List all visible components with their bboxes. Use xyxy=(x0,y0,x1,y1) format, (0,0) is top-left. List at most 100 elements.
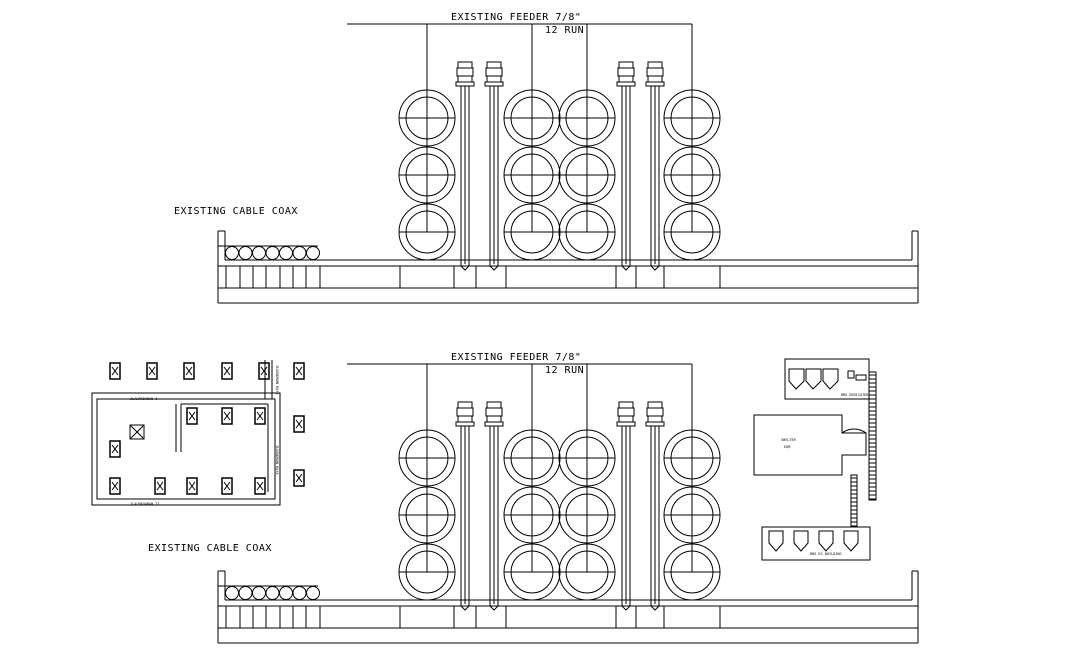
building-block xyxy=(146,362,158,380)
building-outline xyxy=(293,415,305,433)
building-hatch xyxy=(295,419,303,429)
building-block xyxy=(183,362,195,380)
feeder-section-top xyxy=(217,23,919,304)
building-block xyxy=(186,477,198,495)
building-block xyxy=(254,477,266,495)
building-outline xyxy=(183,362,195,380)
cable-tray xyxy=(217,230,919,304)
building-hatch xyxy=(260,366,268,376)
building-block xyxy=(154,477,166,495)
bolt-nut xyxy=(646,67,664,77)
bolt-washer xyxy=(645,81,665,87)
tower-site-cross xyxy=(129,424,145,440)
bolt-nut xyxy=(618,61,634,69)
bolt-tip xyxy=(621,605,631,611)
coax-cable xyxy=(252,586,266,600)
bolt-nut xyxy=(457,61,473,69)
bolt-nut xyxy=(646,407,664,417)
bolt-tip xyxy=(650,265,660,271)
shelter-plan xyxy=(753,358,877,561)
building-hatch xyxy=(148,366,156,376)
feeder-section-bottom xyxy=(217,363,919,644)
bolt-nut xyxy=(647,61,663,69)
bolt-nut xyxy=(486,415,502,423)
building-outline xyxy=(109,362,121,380)
building-block xyxy=(109,440,121,458)
site-plan xyxy=(91,360,305,506)
cable-ladder xyxy=(850,474,858,528)
shelter-door-swing xyxy=(841,428,867,434)
bolt-nut xyxy=(618,415,634,423)
feeder-label-top: EXISTING FEEDER 7/8" xyxy=(451,12,581,23)
rbs-ex-building-box xyxy=(761,526,871,561)
site-block-outline xyxy=(91,392,281,506)
rbs-cabinet-icon xyxy=(805,368,822,390)
shelter-subtitle: EQM xyxy=(784,445,790,449)
building-hatch xyxy=(111,481,119,491)
bolt-nut xyxy=(457,401,473,409)
building-hatch xyxy=(185,366,193,376)
building-outline xyxy=(293,469,305,487)
anchor-bolt xyxy=(455,61,475,271)
building-outline xyxy=(109,477,121,495)
building-outline xyxy=(109,440,121,458)
shelter-bottom-note: RBS EX BUILDING xyxy=(810,552,842,556)
bolt-washer xyxy=(484,81,504,87)
building-hatch xyxy=(188,481,196,491)
coax-cable xyxy=(279,586,293,600)
anchor-bolt xyxy=(484,61,504,271)
bolt-washer xyxy=(616,81,636,87)
bolt-nut xyxy=(647,75,663,83)
building-block xyxy=(109,477,121,495)
rbs-cabinet-icon xyxy=(768,530,784,552)
building-outline xyxy=(254,407,266,425)
bolt-nut xyxy=(617,67,635,77)
run-label-top: 12 RUN xyxy=(545,25,584,36)
bolt-nut xyxy=(486,75,502,83)
coax-cable xyxy=(306,246,320,260)
building-hatch xyxy=(111,444,119,454)
building-outline xyxy=(258,362,270,380)
coax-cable xyxy=(225,586,239,600)
bolt-washer xyxy=(455,421,475,427)
bolt-nut xyxy=(457,415,473,423)
site-block-inner xyxy=(96,398,276,500)
coax-cable xyxy=(238,246,253,260)
bolt-tip xyxy=(460,605,470,611)
bolt-washer xyxy=(484,421,504,427)
bolt-nut xyxy=(486,61,502,69)
building-outline xyxy=(221,407,233,425)
building-hatch xyxy=(111,366,119,376)
shelter-top-note: RBS DEDICATED xyxy=(841,393,868,397)
road-label-top: JLALMADANAN I xyxy=(130,397,157,401)
bolt-nut xyxy=(456,407,474,417)
coax-label-bottom: EXISTING CABLE COAX xyxy=(148,543,272,554)
building-hatch xyxy=(295,473,303,483)
bolt-nut xyxy=(485,407,503,417)
building-block xyxy=(293,469,305,487)
coax-cable xyxy=(252,246,266,260)
building-block xyxy=(258,362,270,380)
building-hatch xyxy=(256,411,264,421)
bolt-nut xyxy=(456,67,474,77)
anchor-bolt xyxy=(645,401,665,611)
rbs-cabinet-icon xyxy=(788,368,805,390)
rbs-small-unit xyxy=(855,374,867,381)
building-block xyxy=(221,477,233,495)
building-hatch xyxy=(295,366,303,376)
cable-tray xyxy=(217,570,919,644)
building-block xyxy=(254,407,266,425)
anchor-bolt xyxy=(616,61,636,271)
building-block xyxy=(293,362,305,380)
bolt-nut xyxy=(618,75,634,83)
coax-cable xyxy=(225,246,239,260)
bolt-tip xyxy=(621,265,631,271)
coax-cable xyxy=(279,246,293,260)
rbs-cabinet-icon xyxy=(822,368,839,390)
bolt-tip xyxy=(650,605,660,611)
building-outline xyxy=(221,477,233,495)
bolt-nut xyxy=(647,415,663,423)
rbs-cabinet-icon xyxy=(818,530,834,552)
building-outline xyxy=(254,477,266,495)
